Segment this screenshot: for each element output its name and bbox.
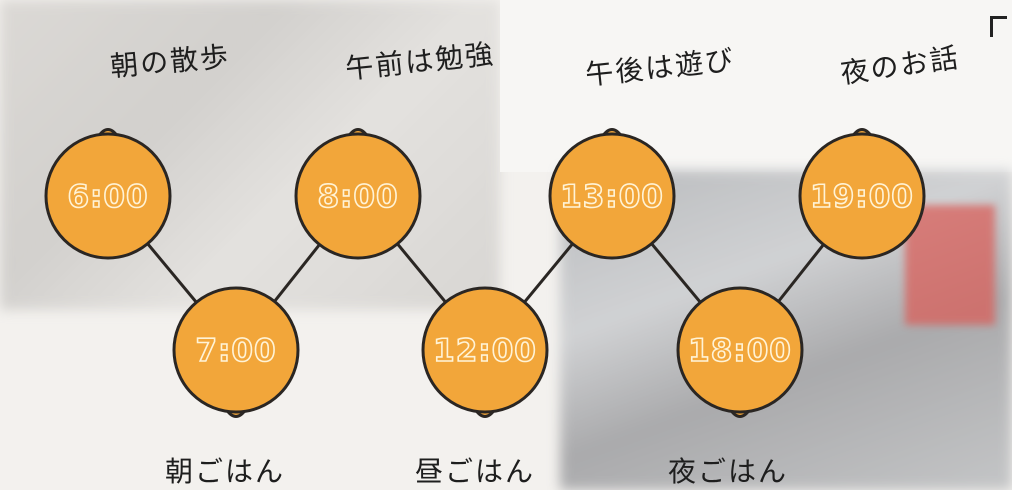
corner-bracket-mark xyxy=(990,16,1007,37)
time-node: 19:00 xyxy=(798,128,926,260)
label-dinner: 夜ごはん xyxy=(668,455,789,488)
node-time-label: 18:00 xyxy=(688,333,792,369)
time-node: 8:00 xyxy=(294,128,422,260)
node-time-label: 13:00 xyxy=(560,179,664,215)
node-circle xyxy=(798,132,926,260)
node-time-label: 12:00 xyxy=(433,333,537,369)
node-time-label: 7:00 xyxy=(195,333,276,369)
node-circle xyxy=(44,132,172,260)
time-node: 18:00 xyxy=(676,286,804,418)
time-node: 13:00 xyxy=(548,128,676,260)
node-time-label: 19:00 xyxy=(810,179,914,215)
node-circle xyxy=(294,132,422,260)
node-circle xyxy=(172,286,300,414)
node-circle xyxy=(676,286,804,414)
background-photo-accent xyxy=(905,205,995,325)
time-node: 7:00 xyxy=(172,286,300,418)
time-nodes: 6:00 7:00 8:00 12:00 13:00 18:00 19:00 xyxy=(44,128,926,418)
node-time-label: 6:00 xyxy=(67,179,148,215)
time-node: 6:00 xyxy=(44,128,172,260)
label-lunch: 昼ごはん xyxy=(415,455,536,488)
node-time-label: 8:00 xyxy=(317,179,398,215)
node-circle xyxy=(548,132,676,260)
time-node: 12:00 xyxy=(421,286,549,418)
node-circle xyxy=(421,286,549,414)
label-breakfast: 朝ごはん xyxy=(165,455,286,488)
